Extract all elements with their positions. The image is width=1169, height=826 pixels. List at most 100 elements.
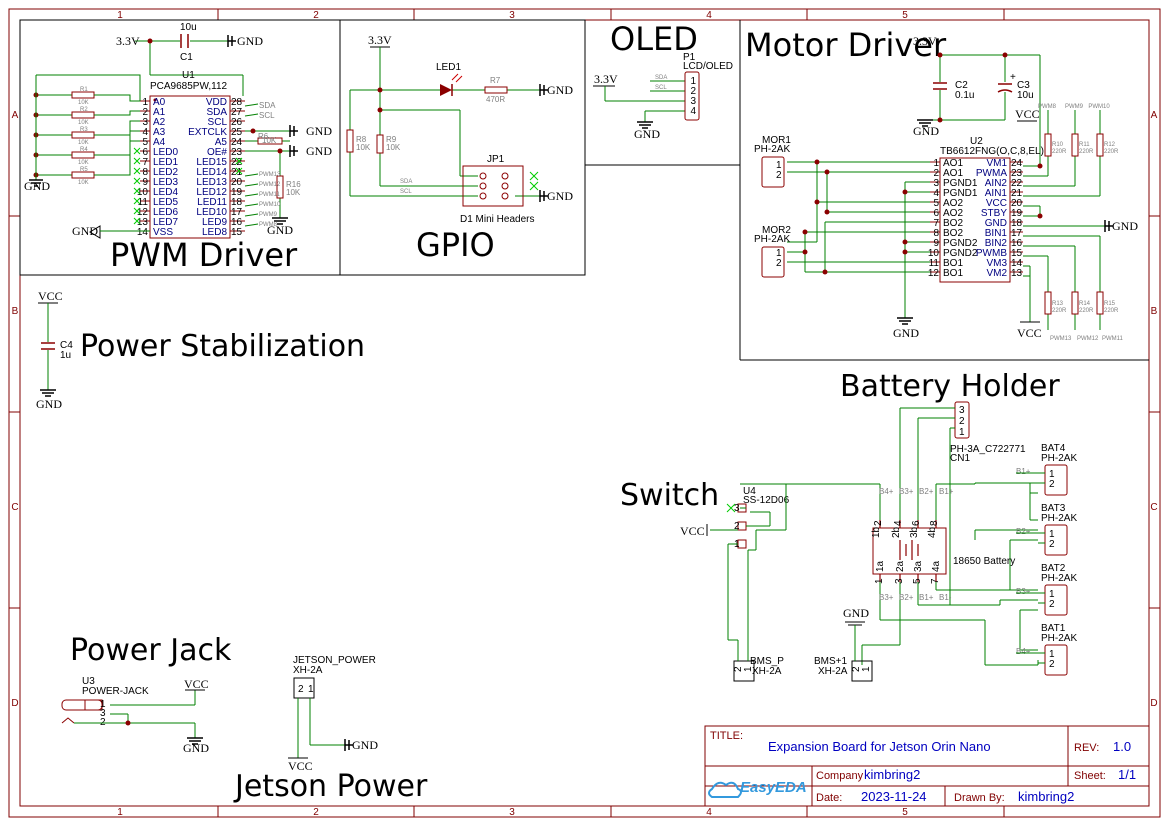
c4-ref: C4 (60, 340, 73, 351)
r16-ref: R16 (286, 180, 301, 189)
pin-name: GND (985, 218, 1007, 229)
pin-name: LED7 (153, 217, 178, 228)
bat-net: B1+ (919, 593, 934, 602)
pin-name: AO1 (943, 168, 963, 179)
company-value: kimbring2 (864, 767, 920, 782)
section-title-motor-driver: Motor Driver (745, 26, 947, 64)
battery-net: B2+ (1016, 527, 1031, 536)
col-label: 2 (313, 807, 319, 818)
pin-name: AIN2 (985, 178, 1008, 189)
pin-number: 18 (231, 197, 243, 208)
oled-pin: 1 (690, 76, 696, 87)
pin-name: BO1 (943, 258, 963, 269)
pin-name: BIN2 (985, 238, 1008, 249)
c1-ref: C1 (180, 52, 193, 63)
sheet-label: Sheet: (1074, 770, 1106, 782)
resistor-value: 10K (78, 140, 89, 146)
pin-name: LED0 (153, 147, 178, 158)
svg-text:1: 1 (861, 666, 872, 672)
pin-number: 11 (929, 258, 940, 269)
resistor-value: 10K (78, 100, 89, 106)
title-value: Expansion Board for Jetson Orin Nano (768, 739, 991, 754)
col-label: 3 (509, 10, 515, 21)
pin-name: A1 (153, 107, 166, 118)
gpio-sda: SDA (400, 179, 412, 185)
row-label: A (1151, 110, 1158, 121)
net-3v3: 3.3V (594, 72, 618, 86)
c2-val: 0.1u (955, 90, 974, 101)
pin-name: VSS (153, 227, 173, 238)
svg-text:2: 2 (733, 666, 744, 672)
c4-val: 1u (60, 350, 71, 361)
gnd-label: GND (306, 124, 332, 138)
mor1-part: PH-2AK (754, 144, 790, 155)
vcc-label: VCC (1017, 326, 1042, 340)
holder-pin: 4b (927, 526, 938, 538)
p1-ref: P1 (683, 52, 696, 63)
holder-pin-number: 6 (911, 520, 922, 526)
date-label: Date: (816, 792, 842, 804)
cn1-ref: CN1 (950, 453, 970, 464)
pin-name: LED11 (197, 197, 227, 208)
pin-name: LED2 (153, 167, 178, 178)
gnd-label: GND (1112, 219, 1138, 233)
jp1-ref: JP1 (487, 154, 505, 165)
r8-val: 10K (356, 143, 371, 152)
gnd-label: GND (237, 34, 263, 48)
pin-name: SCL (208, 117, 228, 128)
oled-scl: SCL (655, 85, 667, 91)
jack-pin: 3 (100, 708, 106, 719)
pin-number: 16 (231, 217, 243, 228)
oled-pin: 2 (690, 86, 696, 97)
gnd-label: GND (36, 397, 62, 411)
net-label: SDA (259, 101, 276, 110)
gnd-label: GND (893, 326, 919, 340)
resistor-ref: R15 (1104, 301, 1116, 307)
logo-text: EasyEDA (740, 779, 807, 796)
pin-number: 9 (933, 238, 939, 249)
bat-net: B2+ (919, 487, 934, 496)
bat-net: B3+ (879, 593, 894, 602)
oled-block: 3.3V GND SDA SCL P1 LCD/OLED 1 2 3 4 (593, 52, 733, 141)
company-label: Company (816, 770, 864, 782)
title-block: TITLE: Expansion Board for Jetson Orin N… (704, 725, 1150, 807)
gnd-label: GND (24, 179, 50, 193)
pin-name: VM3 (986, 258, 1007, 269)
bat-net: B2+ (899, 593, 914, 602)
pin-name: LED8 (202, 227, 227, 238)
svg-text:1: 1 (1049, 589, 1055, 600)
p1-part: LCD/OLED (683, 61, 733, 72)
svg-text:1: 1 (308, 684, 314, 695)
pin-number: 13 (1011, 268, 1023, 279)
mor1-ref: MOR1 (762, 135, 791, 146)
svg-text:2: 2 (1049, 479, 1055, 490)
pin-number: 8 (933, 228, 939, 239)
col-label: 1 (117, 10, 123, 21)
vcc-label: VCC (288, 759, 313, 773)
row-label: C (1150, 502, 1157, 513)
bms-p-part: XH-2A (752, 666, 782, 677)
pin-number: 28 (231, 97, 243, 108)
resistor-value: 10K (78, 160, 89, 166)
resistor-ref: R5 (80, 167, 88, 173)
vcc-label: VCC (1015, 107, 1040, 121)
pin-name: A3 (153, 127, 166, 138)
pin-name: BO1 (943, 268, 963, 279)
pin-number: 24 (231, 137, 243, 148)
cn1-pin: 2 (959, 416, 965, 427)
holder-pin-number: 2 (873, 520, 884, 526)
u3-part: POWER-JACK (82, 686, 149, 697)
pin-name: EXTCLK (188, 127, 227, 138)
battery-net: B3+ (1016, 587, 1031, 596)
drawn-label: Drawn By: (954, 792, 1005, 804)
pin-number: 6 (142, 147, 148, 158)
holder-pin: 1b (871, 526, 882, 538)
pin-name: PGND1 (943, 188, 978, 199)
holder-pin: 3a (913, 560, 924, 572)
svg-text:3: 3 (734, 503, 740, 514)
svg-text:1: 1 (1049, 529, 1055, 540)
r7-val: 470R (486, 95, 505, 104)
svg-text:1: 1 (1049, 469, 1055, 480)
